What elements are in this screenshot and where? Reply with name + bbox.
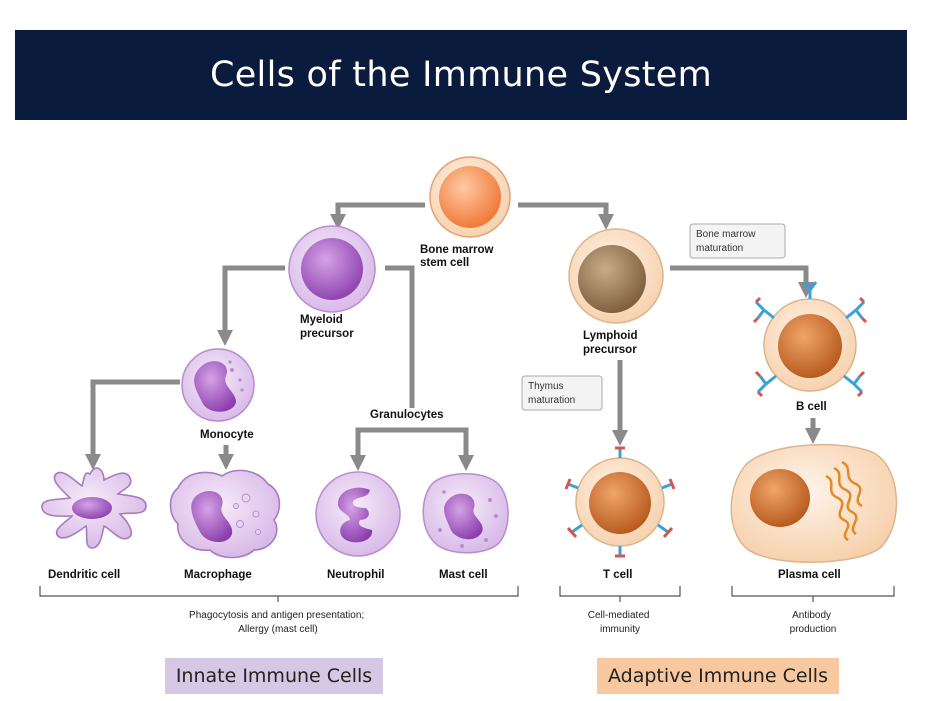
monocyte-icon <box>181 348 255 422</box>
innate-immune-cells-tag: Innate Immune Cells <box>165 658 383 694</box>
b-cell-label: B cell <box>796 401 827 413</box>
myeloid-precursor-label: Myeloid precursor <box>300 314 354 340</box>
myeloid-precursor-icon <box>288 225 376 313</box>
monocyte-label: Monocyte <box>200 429 254 441</box>
antibody-function-text: Antibody production <box>790 610 837 635</box>
plasma-cell-icon <box>730 443 898 563</box>
arrow-myeloid-to-monocyte <box>216 265 285 347</box>
innate-bracket <box>39 586 519 602</box>
b-cell-icon <box>752 281 868 398</box>
cell-mediated-bracket <box>559 586 681 602</box>
arrow-granulocytes-to-mast <box>412 427 475 472</box>
function-brackets <box>39 586 895 602</box>
mast-cell-icon <box>422 473 509 554</box>
arrow-granulocytes-to-neutrophil <box>349 427 412 472</box>
plasma-cell-label: Plasma cell <box>778 569 841 581</box>
mast-cell-label: Mast cell <box>439 569 488 581</box>
arrow-stem-to-lymphoid <box>518 202 615 231</box>
antibody-bracket <box>731 586 895 602</box>
dendritic-cell-icon <box>41 467 147 549</box>
svg-text:Thymus maturation: Thymus maturation <box>528 381 575 406</box>
t-cell-icon <box>564 446 676 558</box>
thymus-maturation-note: Thymus maturation <box>521 375 603 411</box>
arrow-lymphoid-to-bcell <box>670 265 815 299</box>
lymphoid-precursor-icon <box>568 228 664 324</box>
line-myeloid-to-granulocytes <box>385 265 415 408</box>
arrow-monocyte-to-dendritic <box>84 379 180 471</box>
svg-text:Bone marrow maturation: Bone marrow maturation <box>696 229 758 254</box>
title-banner: Cells of the Immune System <box>15 30 907 120</box>
lymphoid-precursor-label: Lymphoid precursor <box>583 330 641 356</box>
stem-cell-label: Bone marrow stem cell <box>420 244 497 269</box>
innate-function-text: Phagocytosis and antigen presentation; A… <box>189 610 367 635</box>
t-cell-label: T cell <box>603 569 632 581</box>
neutrophil-icon <box>315 471 401 557</box>
neutrophil-label: Neutrophil <box>327 569 385 581</box>
adaptive-immune-cells-tag: Adaptive Immune Cells <box>597 658 839 694</box>
stem-cell-icon <box>429 156 511 238</box>
macrophage-label: Macrophage <box>184 569 252 581</box>
page-title: Cells of the Immune System <box>209 55 713 95</box>
arrow-stem-to-myeloid <box>329 202 425 231</box>
dendritic-cell-label: Dendritic cell <box>48 569 120 581</box>
granulocytes-label: Granulocytes <box>370 409 444 421</box>
bone-marrow-maturation-note: Bone marrow maturation <box>689 223 786 259</box>
cell-mediated-function-text: Cell-mediated immunity <box>588 610 652 635</box>
macrophage-icon <box>169 469 281 559</box>
